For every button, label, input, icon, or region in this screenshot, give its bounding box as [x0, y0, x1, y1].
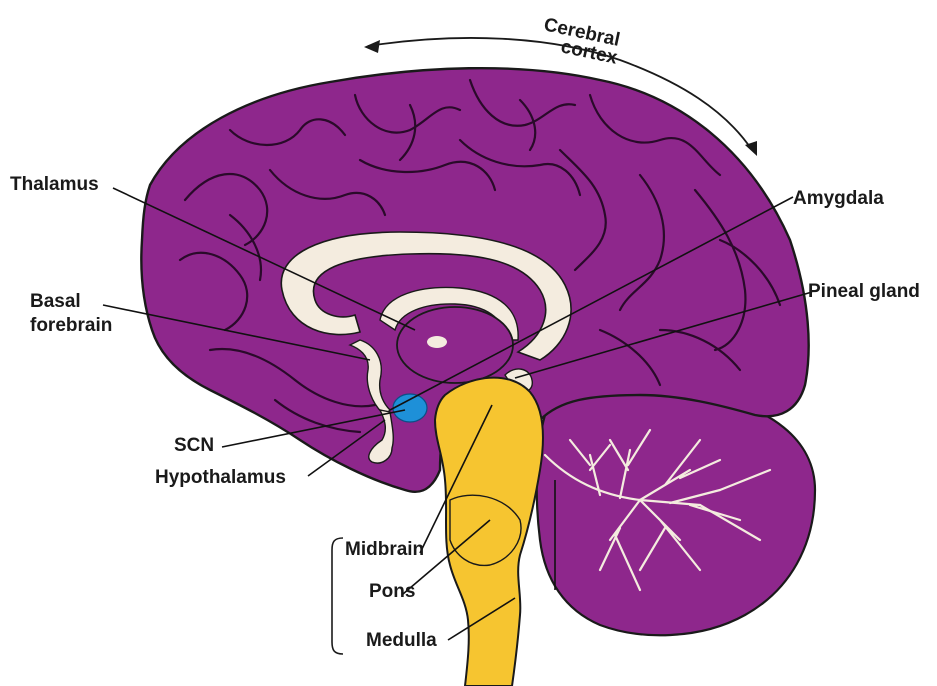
label-midbrain: Midbrain	[345, 539, 424, 560]
brainstem	[435, 378, 555, 686]
cerebellum-shape	[537, 387, 815, 635]
brainstem-bracket	[332, 538, 343, 654]
label-basal-forebrain-line1: Basal	[30, 291, 81, 312]
scn-nucleus	[393, 394, 427, 422]
label-amygdala: Amygdala	[793, 188, 884, 209]
cerebellum	[537, 387, 815, 635]
label-scn: SCN	[174, 435, 214, 456]
label-medulla: Medulla	[366, 630, 437, 651]
label-thalamus: Thalamus	[10, 174, 99, 195]
label-basal-forebrain-line2: forebrain	[30, 315, 112, 336]
thalamus-region	[397, 307, 513, 383]
thalamus-spot	[427, 336, 447, 348]
label-hypothalamus: Hypothalamus	[155, 467, 286, 488]
label-pons: Pons	[369, 581, 415, 602]
label-pineal-gland: Pineal gland	[808, 281, 920, 302]
